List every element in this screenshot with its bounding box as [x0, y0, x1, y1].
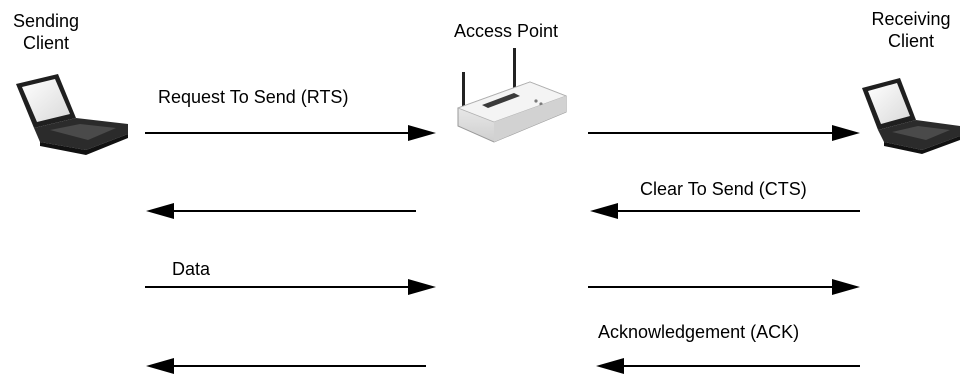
arrow-rts-sender-to-ap	[145, 125, 436, 141]
arrow-rts-ap-to-receiver	[588, 125, 860, 141]
receiving-client-label-line1: Receiving	[871, 9, 951, 29]
sending-client-label: Sending Client	[8, 10, 84, 54]
access-point-router-icon	[456, 48, 568, 143]
arrow-data-ap-to-receiver	[588, 279, 860, 295]
sending-client-label-line2: Client	[22, 33, 70, 53]
sending-client-laptop-icon	[16, 74, 128, 155]
arrow-cts-receiver-to-ap	[590, 203, 860, 219]
receiving-client-laptop-icon	[862, 78, 960, 154]
receiving-client-label: Receiving Client	[860, 8, 962, 52]
rts-label: Request To Send (RTS)	[158, 87, 349, 107]
data-label: Data	[172, 259, 211, 279]
access-point-label: Access Point	[454, 21, 559, 41]
arrow-data-sender-to-ap	[145, 279, 436, 295]
arrow-cts-ap-to-sender	[146, 203, 416, 219]
receiving-client-label-line2: Client	[887, 31, 935, 51]
ack-label: Acknowledgement (ACK)	[598, 322, 800, 342]
cts-label: Clear To Send (CTS)	[640, 179, 807, 199]
arrow-ack-ap-to-sender	[146, 358, 426, 374]
arrow-ack-receiver-to-ap	[596, 358, 860, 374]
sending-client-label-line1: Sending	[12, 11, 80, 31]
